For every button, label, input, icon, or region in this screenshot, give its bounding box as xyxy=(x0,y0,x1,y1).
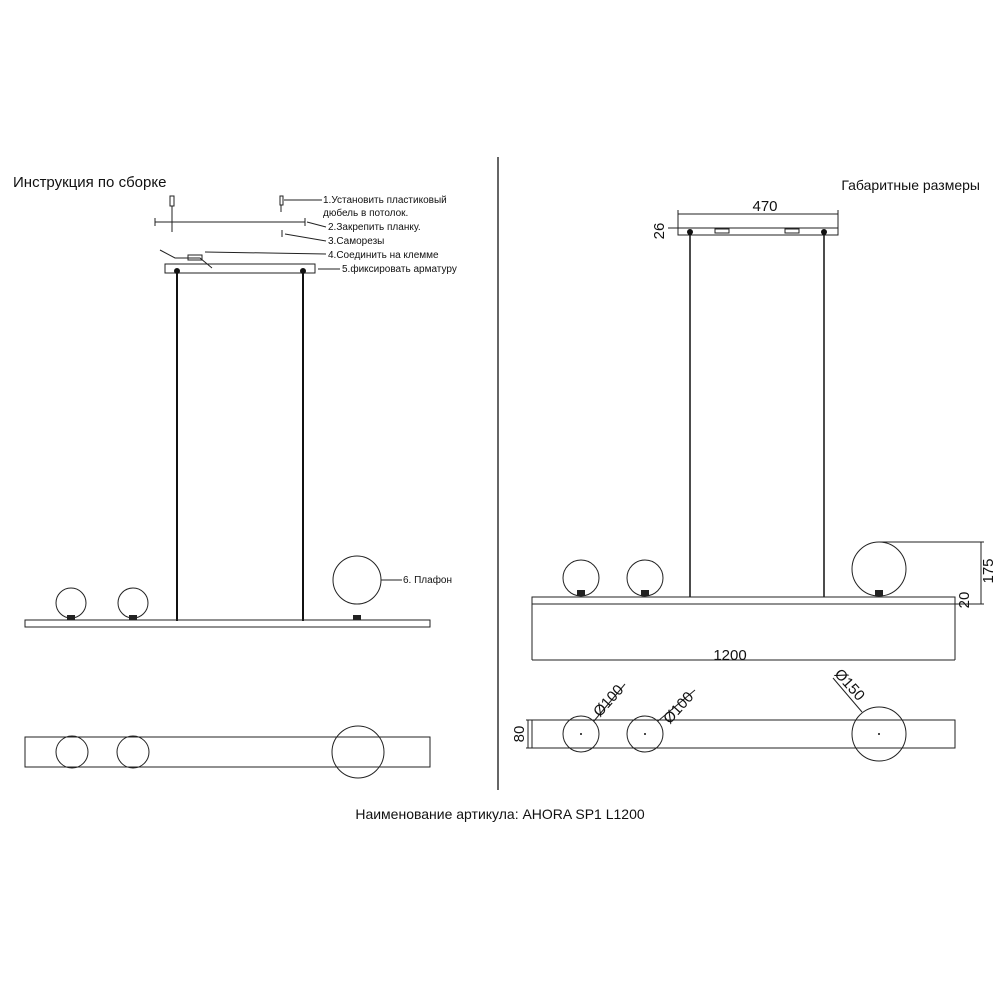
assembly-lamp-side-view xyxy=(24,263,431,628)
step-arrows xyxy=(204,199,340,270)
diameter-2: Ø100 xyxy=(660,689,697,728)
step-1-cont: дюбель в потолок. xyxy=(323,207,408,219)
shade-label: 6. Плафон xyxy=(403,574,452,586)
step-3: 3.Саморезы xyxy=(328,236,384,247)
article-name: Наименование артикула: AHORA SP1 L1200 xyxy=(355,806,645,822)
dimensions-title: Габаритные размеры xyxy=(841,177,980,193)
step-5: 5.фиксировать арматуру xyxy=(342,263,457,275)
diameter-3: Ø150 xyxy=(831,666,868,705)
depth-dim: 80 xyxy=(511,726,528,743)
assembly-title: Инструкция по сборке xyxy=(13,174,166,191)
step-2: 2.Закрепить планку. xyxy=(328,222,421,233)
assembly-parts xyxy=(154,195,306,269)
canopy-height-dim: 26 xyxy=(651,223,668,240)
assembly-lamp-top-view xyxy=(24,725,431,779)
step-4: 4.Соединить на клемме xyxy=(328,250,439,261)
globe-height-dim: 175 xyxy=(980,558,997,583)
step-1: 1.Установить пластиковый xyxy=(323,195,447,206)
bar-height-dim: 20 xyxy=(956,592,973,609)
dimension-lamp-side-view xyxy=(531,210,984,661)
length-dim: 1200 xyxy=(713,647,746,664)
dimension-lamp-top-view xyxy=(526,677,956,762)
canopy-width-dim: 470 xyxy=(752,198,777,215)
